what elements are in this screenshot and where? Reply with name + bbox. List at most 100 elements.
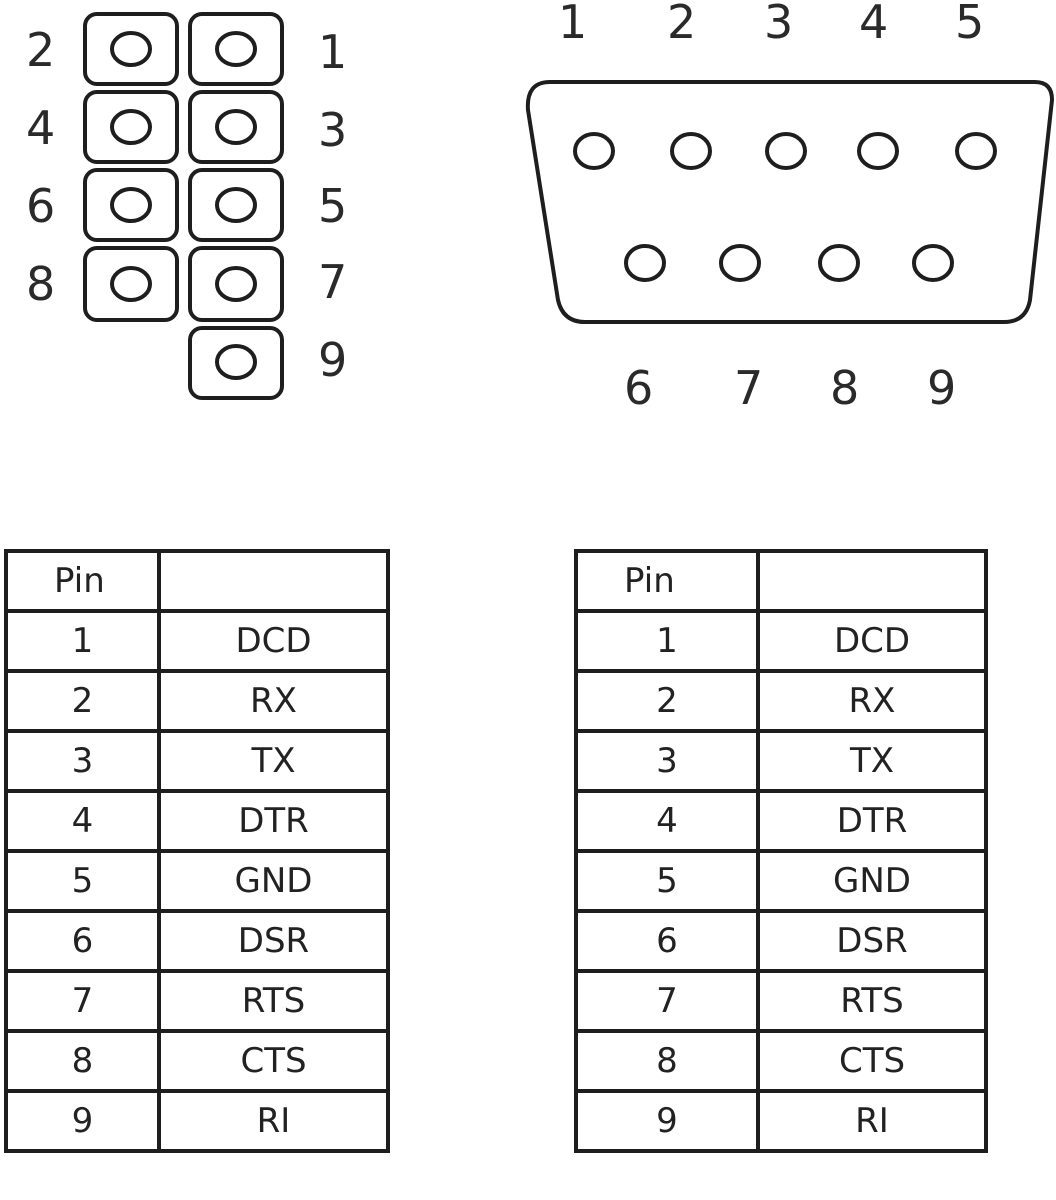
- header-pin-2: [83, 12, 179, 86]
- header-pin-6: [83, 168, 179, 242]
- table-header-pin: Pin: [4, 549, 161, 613]
- db9-label-3: 3: [764, 0, 793, 49]
- pin-number: 8: [4, 1029, 161, 1093]
- pin-number: 4: [4, 789, 161, 853]
- header-pin-9: [188, 326, 284, 400]
- pin-number: 1: [4, 609, 161, 673]
- pin-number: 5: [4, 849, 161, 913]
- db9-pin-2: [670, 132, 712, 170]
- signal-name: CTS: [756, 1029, 988, 1093]
- pin-number: 6: [574, 909, 760, 973]
- signal-name: CTS: [157, 1029, 390, 1093]
- header-pin-7: [188, 246, 284, 322]
- header-label-9: 9: [318, 333, 347, 387]
- pin-number: 7: [4, 969, 161, 1033]
- table-header-signal: [756, 549, 988, 613]
- signal-name: RTS: [157, 969, 390, 1033]
- db9-bottom-labels: 6 7 8 9: [624, 361, 956, 415]
- signal-name: RX: [157, 669, 390, 733]
- header-label-2: 2: [26, 23, 55, 77]
- db9-pin-3: [765, 132, 807, 170]
- signal-name: RI: [756, 1089, 988, 1153]
- signal-name: DSR: [157, 909, 390, 973]
- pin-number: 8: [574, 1029, 760, 1093]
- db9-label-5: 5: [955, 0, 984, 49]
- header-label-5: 5: [318, 179, 347, 233]
- db9-label-2: 2: [667, 0, 696, 49]
- header-pin-5: [188, 168, 284, 242]
- pin-number: 4: [574, 789, 760, 853]
- db9-pin-1: [573, 132, 615, 170]
- signal-name: DCD: [157, 609, 390, 673]
- header-label-3: 3: [318, 103, 347, 157]
- db9-pin-8: [818, 244, 860, 282]
- pin-number: 2: [574, 669, 760, 733]
- header-pin-3: [188, 90, 284, 164]
- db9-label-1: 1: [558, 0, 587, 49]
- db9-shell: [525, 80, 1055, 324]
- pin-number: 6: [4, 909, 161, 973]
- pin-number: 9: [574, 1089, 760, 1153]
- signal-name: TX: [157, 729, 390, 793]
- signal-name: TX: [756, 729, 988, 793]
- pin-number: 3: [574, 729, 760, 793]
- pin-number: 7: [574, 969, 760, 1033]
- db9-pin-7: [719, 244, 761, 282]
- header-left-labels: 2 4 6 8: [26, 23, 55, 311]
- db9-pin-6: [624, 244, 666, 282]
- signal-name: DCD: [756, 609, 988, 673]
- db9-label-8: 8: [830, 361, 859, 415]
- header-pin-8: [83, 246, 179, 322]
- pin-number: 9: [4, 1089, 161, 1153]
- header-label-1: 1: [318, 25, 347, 79]
- header-label-6: 6: [26, 179, 55, 233]
- table-header-row: Pin: [574, 549, 988, 613]
- db9-label-7: 7: [734, 361, 763, 415]
- table-header-signal: [157, 549, 390, 613]
- table-header-pin: Pin: [574, 549, 760, 613]
- db9-label-4: 4: [859, 0, 888, 49]
- pin-number: 5: [574, 849, 760, 913]
- signal-name: GND: [157, 849, 390, 913]
- db9-label-6: 6: [624, 361, 653, 415]
- db9-pin-4: [857, 132, 899, 170]
- table-header-row: Pin: [4, 549, 390, 613]
- signal-name: DTR: [756, 789, 988, 853]
- db9-pin-5: [955, 132, 997, 170]
- header-pin-1: [188, 12, 284, 86]
- signal-name: RX: [756, 669, 988, 733]
- header-label-7: 7: [318, 255, 347, 309]
- signal-name: DSR: [756, 909, 988, 973]
- pin-number: 3: [4, 729, 161, 793]
- db9-top-labels: 1 2 3 4 5: [558, 0, 984, 49]
- header-label-4: 4: [26, 101, 55, 155]
- pin-number: 1: [574, 609, 760, 673]
- db9-label-9: 9: [927, 361, 956, 415]
- header-right-labels: 1 3 5 7 9: [318, 25, 347, 387]
- pin-number: 2: [4, 669, 161, 733]
- header-label-8: 8: [26, 257, 55, 311]
- signal-name: RI: [157, 1089, 390, 1153]
- signal-name: DTR: [157, 789, 390, 853]
